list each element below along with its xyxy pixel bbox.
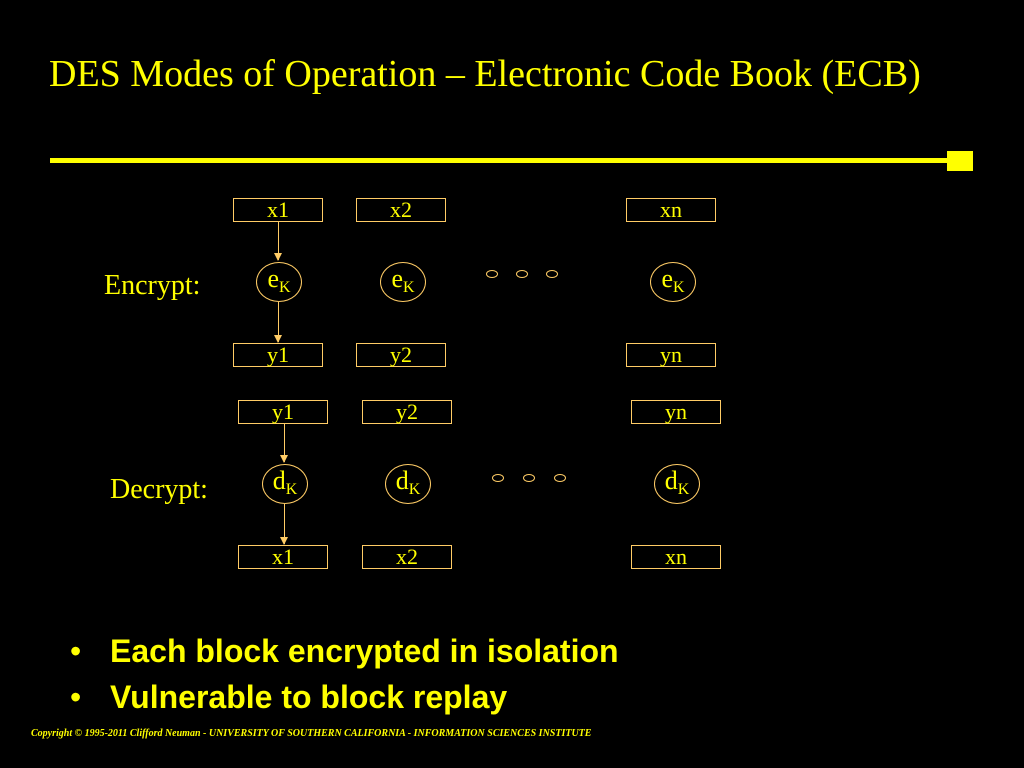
encrypt-output-block-2: y2 [356, 343, 446, 367]
encrypt-input-block-n: xn [626, 198, 716, 222]
decrypt-function-symbol: d [272, 466, 286, 495]
encrypt-function-2: eK [380, 262, 426, 302]
encrypt-label: Encrypt: [104, 270, 201, 301]
encrypt-ellipsis-dot [516, 270, 528, 278]
decrypt-function-key: K [677, 481, 690, 498]
encrypt-function-key: K [278, 279, 291, 296]
decrypt-output-block-n: xn [631, 545, 721, 569]
decrypt-function-key: K [285, 481, 298, 498]
encrypt-function-symbol: e [391, 264, 403, 293]
decrypt-input-block-n: yn [631, 400, 721, 424]
slide-title: DES Modes of Operation – Electronic Code… [49, 53, 921, 95]
encrypt-function-symbol: e [661, 264, 673, 293]
bullet-text: Vulnerable to block replay [110, 679, 508, 715]
decrypt-output-block-2: x2 [362, 545, 452, 569]
decrypt-label: Decrypt: [110, 474, 208, 505]
encrypt-output-block-n: yn [626, 343, 716, 367]
decrypt-function-n: dK [654, 464, 700, 504]
decrypt-function-symbol: d [395, 466, 409, 495]
encrypt-input-block-2: x2 [356, 198, 446, 222]
decrypt-input-block-2: y2 [362, 400, 452, 424]
decrypt-ellipsis-dot [492, 474, 504, 482]
encrypt-output-block-1: y1 [233, 343, 323, 367]
encrypt-function-key: K [402, 279, 415, 296]
title-rule-end-square [947, 151, 973, 171]
decrypt-output-block-1: x1 [238, 545, 328, 569]
decrypt-function-symbol: d [664, 466, 678, 495]
decrypt-function-2: dK [385, 464, 431, 504]
title-rule [50, 158, 948, 163]
decrypt-arrow-in [280, 424, 288, 463]
encrypt-function-n: eK [650, 262, 696, 302]
encrypt-arrow-out [274, 302, 282, 343]
encrypt-function-1: eK [256, 262, 302, 302]
bullet-marker: • [70, 679, 82, 715]
bullet-text: Each block encrypted in isolation [110, 633, 619, 669]
decrypt-function-key: K [408, 481, 421, 498]
decrypt-input-block-1: y1 [238, 400, 328, 424]
copyright-footer: Copyright © 1995-2011 Clifford Neuman - … [31, 728, 592, 739]
encrypt-ellipsis-dot [486, 270, 498, 278]
encrypt-function-symbol: e [267, 264, 279, 293]
decrypt-ellipsis-dot [523, 474, 535, 482]
decrypt-arrow-out [280, 504, 288, 545]
decrypt-function-1: dK [262, 464, 308, 504]
encrypt-ellipsis-dot [546, 270, 558, 278]
encrypt-function-key: K [672, 279, 685, 296]
encrypt-arrow-in [274, 222, 282, 261]
encrypt-input-block-1: x1 [233, 198, 323, 222]
bullet-marker: • [70, 633, 82, 669]
decrypt-ellipsis-dot [554, 474, 566, 482]
